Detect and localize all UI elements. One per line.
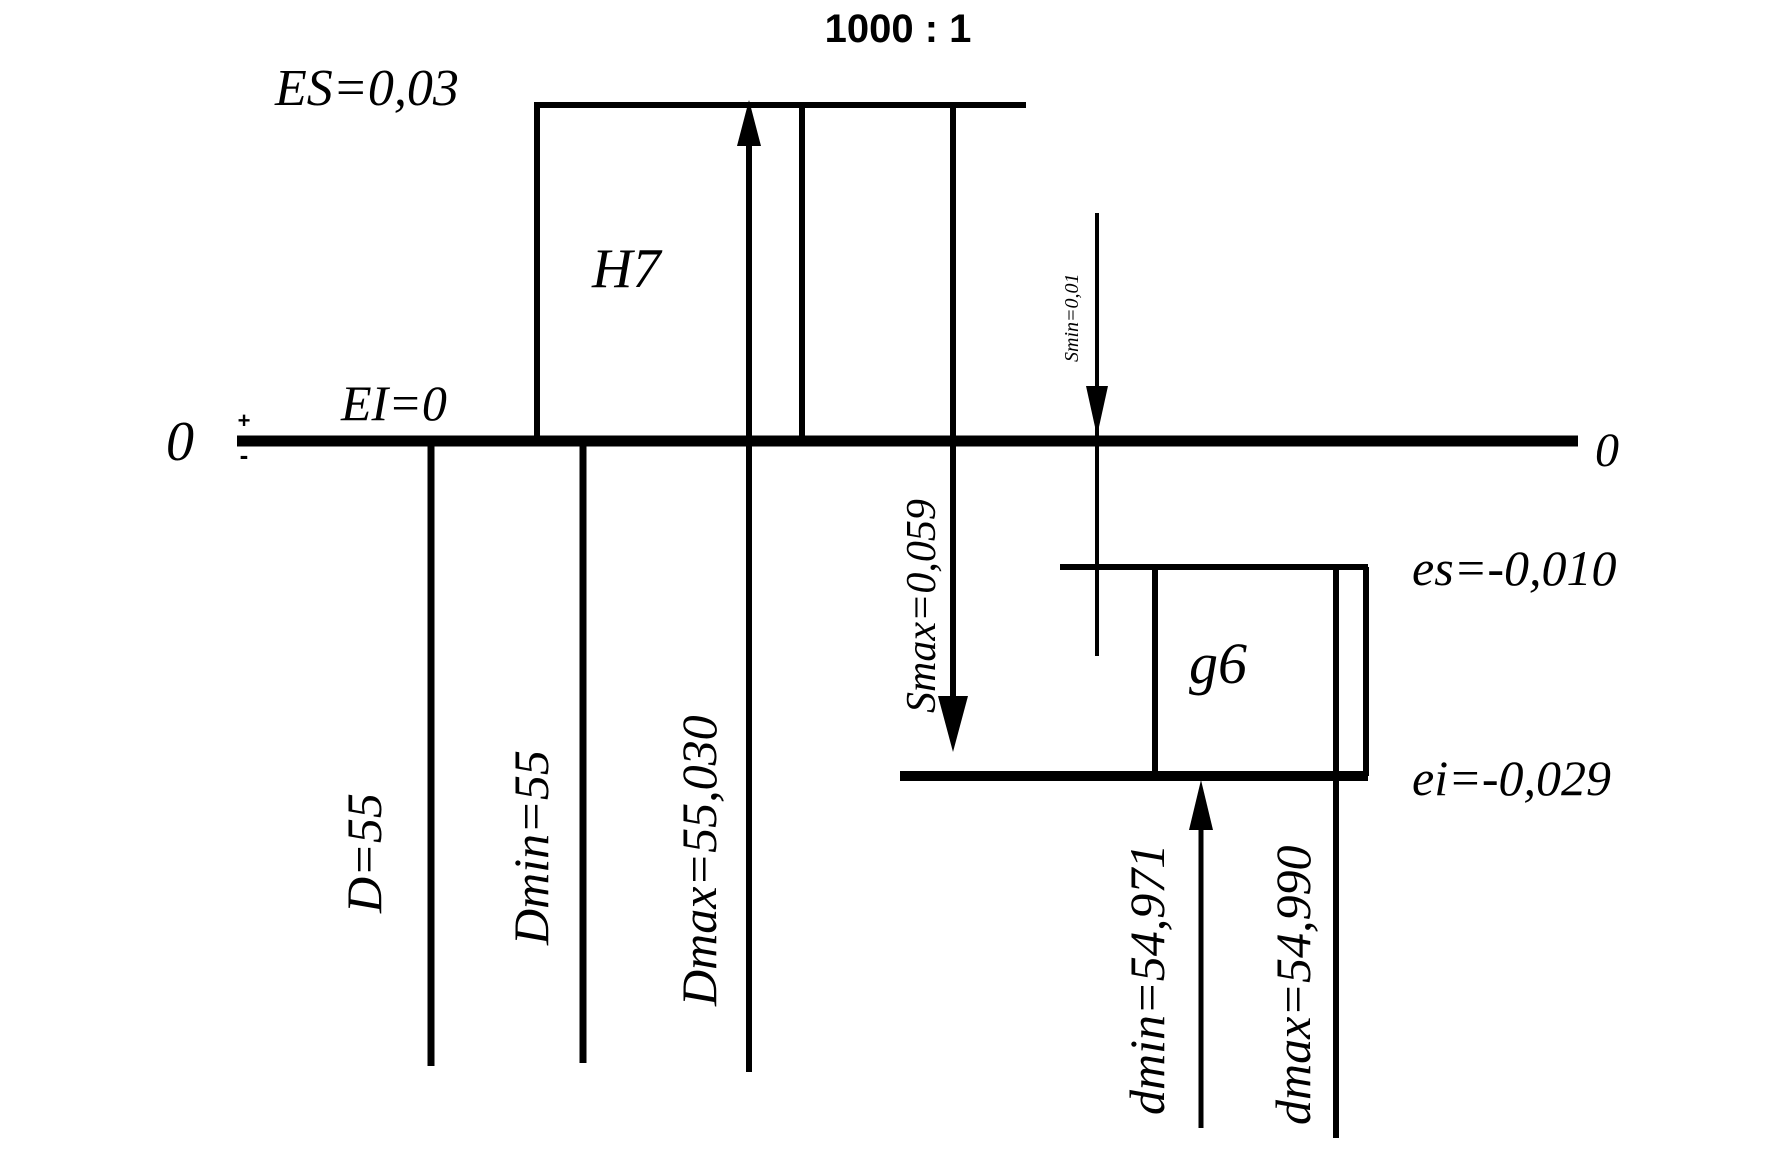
shaft-field-label: g6 <box>1189 631 1247 696</box>
smin-arrow-down <box>1086 386 1108 436</box>
hole-field-label: H7 <box>591 238 662 300</box>
dmax-arrow-up <box>737 100 761 146</box>
scale-label: 1000 : 1 <box>825 7 972 51</box>
nominal-d-label: D=55 <box>336 793 392 914</box>
smin-label: Smin=0,01 <box>1061 274 1083 363</box>
zero-right-label: 0 <box>1595 424 1619 477</box>
plus-sign: + <box>238 408 251 433</box>
dmin-shaft-label: dmin=54,971 <box>1119 844 1175 1115</box>
shaft-es-label: es=-0,010 <box>1412 540 1617 596</box>
shaft-ei-label: ei=-0,029 <box>1412 750 1611 806</box>
smax-arrow-down <box>938 696 968 752</box>
hole-ei-label: EI=0 <box>340 375 447 431</box>
zero-left-label: 0 <box>166 411 194 473</box>
dmin-shaft-arrow-up <box>1189 780 1213 830</box>
dmax-hole-label: Dmax=55,030 <box>671 715 727 1007</box>
hole-es-label: ES=0,03 <box>274 60 459 117</box>
dmin-hole-label: Dmin=55 <box>503 750 559 946</box>
smax-label: Smax=0,059 <box>899 499 945 713</box>
minus-sign: - <box>240 440 249 470</box>
dmax-shaft-label: dmax=54,990 <box>1265 845 1321 1125</box>
